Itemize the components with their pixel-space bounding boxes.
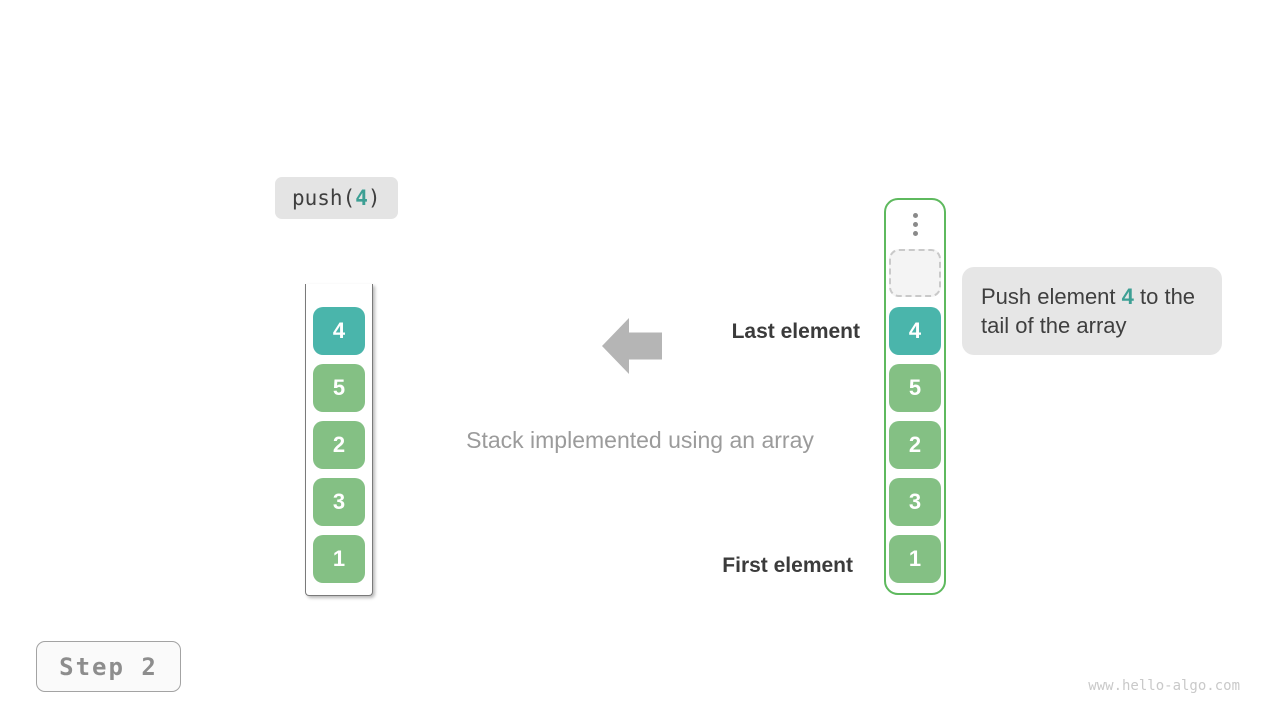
stack-cell: 2	[313, 421, 365, 469]
array-cell: 1	[889, 535, 941, 583]
step-badge: Step 2	[36, 641, 181, 692]
stack-cell: 3	[313, 478, 365, 526]
vertical-ellipsis-icon	[912, 213, 918, 236]
array-cell: 2	[889, 421, 941, 469]
tooltip-value: 4	[1121, 284, 1134, 309]
first-element-label: First element	[722, 554, 853, 577]
last-element-label: Last element	[731, 320, 860, 343]
tooltip-text-after: to the tail of the array	[981, 284, 1196, 338]
push-code-prefix: push(	[292, 186, 356, 210]
dot	[912, 213, 918, 218]
stack-cell: 5	[313, 364, 365, 412]
push-operation-chip: push(4)	[275, 177, 398, 219]
array-cells: 4 5 2 3 1	[889, 307, 941, 583]
tooltip-text-before: Push element	[981, 284, 1122, 309]
diagram-caption: Stack implemented using an array	[466, 427, 814, 453]
push-code-suffix: )	[367, 186, 381, 210]
empty-slot	[889, 249, 941, 297]
array-cell: 3	[889, 478, 941, 526]
array-cell: 5	[889, 364, 941, 412]
stack-cell-top: 4	[313, 307, 365, 355]
dot	[912, 231, 918, 236]
push-argument: 4	[355, 186, 368, 210]
watermark: www.hello-algo.com	[1088, 678, 1240, 694]
array-cell-pushed: 4	[889, 307, 941, 355]
explanation-tooltip: Push element 4 to the tail of the array	[962, 267, 1222, 355]
stack-cell-bottom: 1	[313, 535, 365, 583]
arrow-left-icon	[602, 318, 662, 374]
array-container: 4 5 2 3 1	[884, 198, 946, 595]
stack-container: 4 5 2 3 1	[305, 284, 373, 596]
dot	[912, 222, 918, 227]
